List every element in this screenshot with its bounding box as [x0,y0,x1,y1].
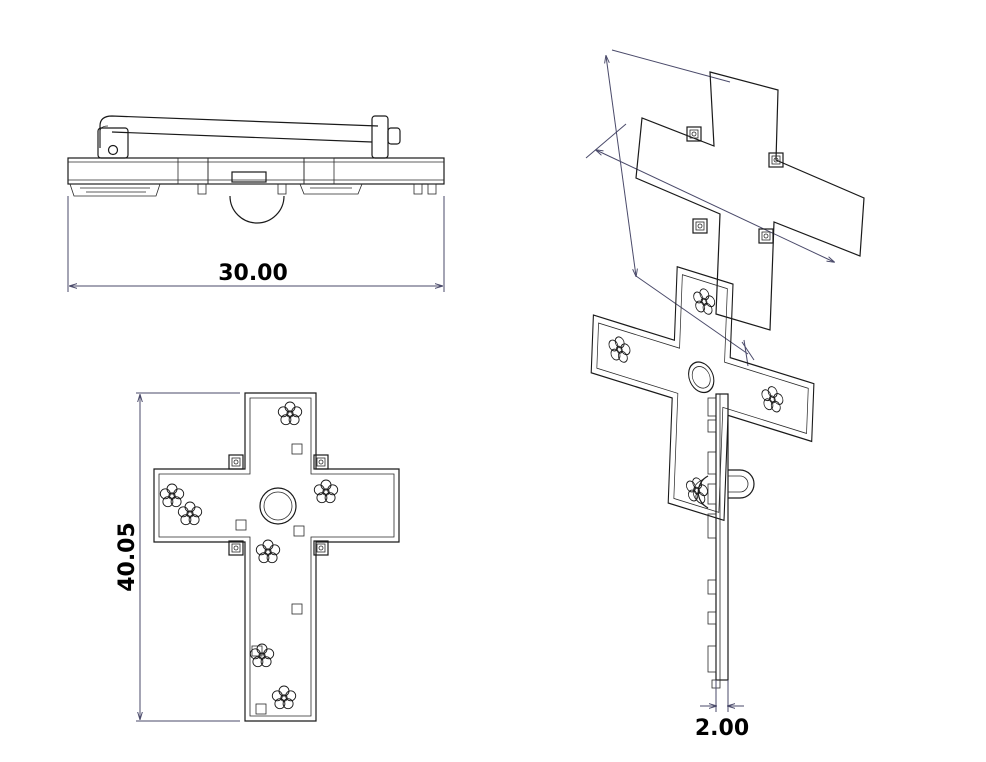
bail-arm-bottom [111,131,373,143]
thickness-dimension-label: 2.00 [695,716,749,741]
cross-outline [153,392,400,722]
side-bail-loop [728,469,755,499]
side-view: 2.00 [692,393,755,741]
front-view: 30.00 [67,115,445,292]
iso-cross-face [590,265,815,522]
cross-filigree [158,397,395,717]
height-dimension-label: 40.05 [115,522,140,592]
isometric-view [585,49,865,522]
bail-right-post [371,115,389,159]
bail-pin-hole [107,144,119,156]
top-view: 40.05 [115,392,400,722]
front-center-dome [229,195,285,224]
center-disk [259,487,297,525]
bail-arm-top [99,115,379,148]
width-dimension-label: 30.00 [218,261,288,286]
